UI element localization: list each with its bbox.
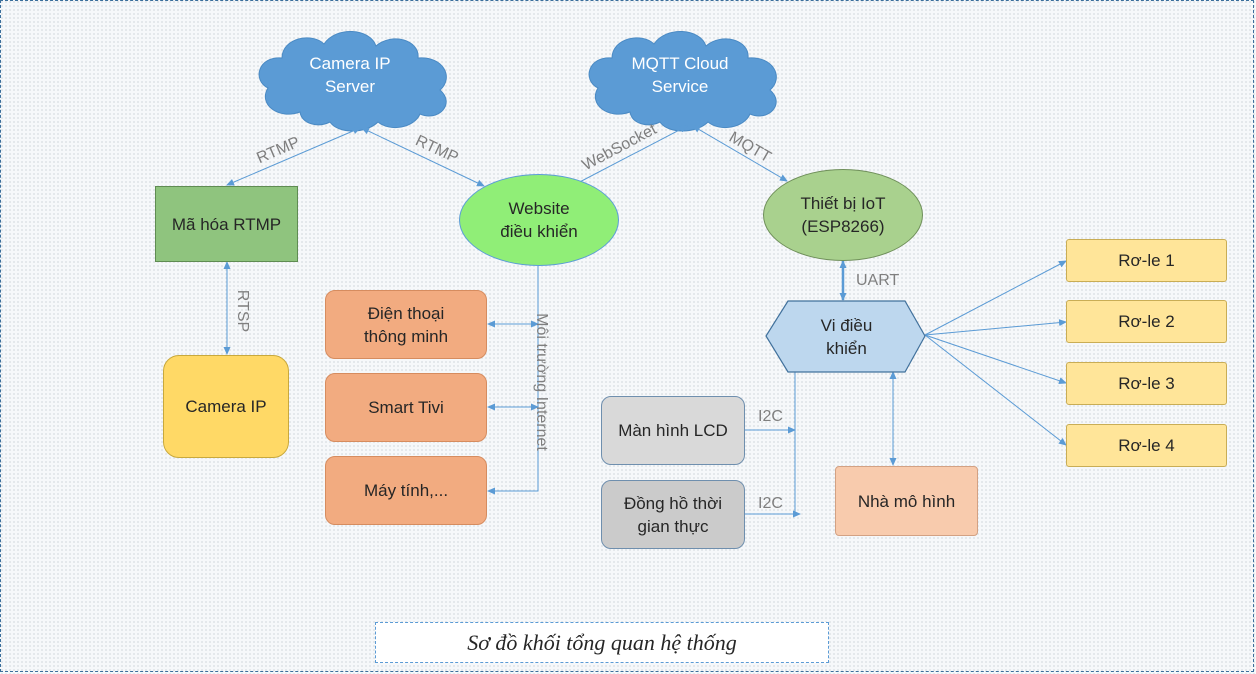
uart-label: UART	[856, 272, 900, 289]
connector-lines	[223, 125, 1067, 518]
rtc-node: Đồng hồ thời gian thực	[601, 480, 745, 549]
rtsp-label: RTSP	[234, 289, 252, 333]
relay-1-node: Rơ-le 1	[1066, 239, 1227, 282]
edge-mcu-relay2	[924, 319, 1067, 336]
relay-4-node: Rơ-le 4	[1066, 424, 1227, 467]
iot-device-node: Thiết bị IoT (ESP8266)	[763, 169, 923, 261]
mqtt-cloud-label: MQTT Cloud Service	[631, 54, 729, 96]
computer-node: Máy tính,...	[325, 456, 487, 525]
edge-internet-bus	[529, 266, 539, 492]
edge-mqtt-iot	[692, 125, 788, 182]
edge-website-mqtt	[571, 125, 688, 187]
rtmp-encoder-node: Mã hóa RTMP	[155, 186, 298, 262]
relay-3-node: Rơ-le 3	[1066, 362, 1227, 405]
internet-label: Môi trường Internet	[532, 313, 550, 451]
i2c-lcd-label: I2C	[758, 408, 783, 425]
smart-tv-node: Smart Tivi	[325, 373, 487, 442]
cloud-camera-server	[258, 31, 447, 132]
camera-server-label: Camera IP Server	[309, 54, 391, 96]
lcd-node: Màn hình LCD	[601, 396, 745, 465]
edge-server-encoder	[226, 127, 361, 186]
edge-mcu-relay1	[924, 260, 1067, 336]
relay-2-node: Rơ-le 2	[1066, 300, 1227, 343]
smartphone-node: Điện thoại thông minh	[325, 290, 487, 359]
model-house-node: Nhà mô hình	[835, 466, 978, 536]
i2c-rtc-label: I2C	[758, 495, 783, 512]
edge-mcu-relay4	[924, 334, 1067, 446]
microcontroller-shape	[765, 300, 926, 373]
website-node: Website điều khiển	[459, 174, 619, 266]
edge-server-website	[361, 127, 485, 187]
camera-ip-node: Camera IP	[163, 355, 289, 458]
edge-mcu-relay3	[924, 334, 1067, 385]
microcontroller-node: Vi điều khiển	[820, 315, 873, 358]
diagram-caption: Sơ đồ khối tổng quan hệ thống	[375, 622, 829, 663]
